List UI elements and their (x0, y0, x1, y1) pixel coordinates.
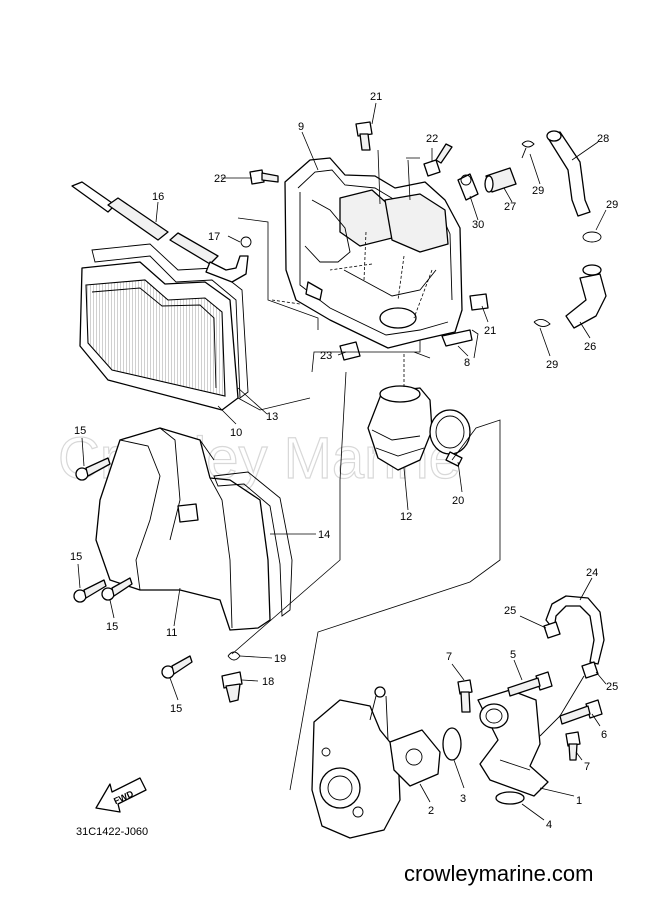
callout-9: 9 (298, 121, 304, 133)
callout-6: 6 (601, 729, 607, 741)
callout-17: 17 (208, 231, 220, 243)
callout-22-left: 22 (214, 173, 226, 185)
plug-18 (221, 671, 243, 703)
callout-15-d: 15 (170, 703, 182, 715)
bolt-21-top (355, 121, 373, 151)
callout-7-b: 7 (584, 761, 590, 773)
clip-29-b (582, 231, 602, 243)
callout-12: 12 (400, 511, 412, 523)
hose-26-end (582, 264, 602, 276)
clip-29-c (533, 319, 551, 327)
callout-15-a: 15 (74, 425, 86, 437)
clamp-30 (457, 173, 479, 201)
callout-13: 13 (266, 411, 278, 423)
callout-26: 26 (584, 341, 596, 353)
bolt-22-right (423, 143, 453, 177)
callout-21-top: 21 (370, 91, 382, 103)
clip-17 (240, 236, 252, 248)
hose-28 (547, 131, 591, 217)
clamp-23 (339, 341, 361, 361)
bolt-22-left (249, 169, 279, 185)
filter-gasket (91, 243, 249, 399)
manifold-1 (477, 689, 549, 797)
screw-15-d (161, 655, 193, 679)
callout-29-a: 29 (532, 185, 544, 197)
o-ring-4 (495, 791, 525, 805)
callout-14: 14 (318, 529, 330, 541)
air-box-lower (95, 427, 271, 631)
fwd-arrow-icon: FWD (95, 777, 147, 813)
seal-8 (441, 329, 473, 347)
callout-30: 30 (472, 219, 484, 231)
dashed-lines (271, 231, 433, 388)
hose-24 (545, 595, 605, 665)
callout-5: 5 (510, 649, 516, 661)
callout-8: 8 (464, 357, 470, 369)
gasket-14 (213, 471, 293, 617)
callout-15-b: 15 (70, 551, 82, 563)
hose-26 (565, 273, 607, 329)
callout-15-c: 15 (106, 621, 118, 633)
callout-28: 28 (597, 133, 609, 145)
joint-12 (367, 385, 433, 471)
air-box-upper (284, 157, 463, 349)
o-ring-3 (442, 727, 462, 761)
screw-15-a (75, 457, 111, 481)
callout-29-c: 29 (546, 359, 558, 371)
bolt-7-a (457, 679, 473, 713)
pipe-27-end (484, 175, 494, 193)
frame-lines (231, 149, 501, 791)
callout-10: 10 (230, 427, 242, 439)
hose-17 (205, 255, 249, 283)
leader-lines (77, 102, 607, 821)
air-filter-element (79, 261, 239, 411)
callout-24: 24 (586, 567, 598, 579)
clip-25-a (543, 621, 561, 639)
callout-18: 18 (262, 676, 274, 688)
callout-19: 19 (274, 653, 286, 665)
callout-11: 11 (166, 627, 177, 639)
clip-19 (227, 651, 241, 661)
callout-labels: 21 9 22 28 22 29 16 27 29 30 17 21 26 23… (70, 91, 618, 831)
callout-25-a: 25 (504, 605, 516, 617)
gasket-2 (389, 729, 441, 787)
callout-25-b: 25 (606, 681, 618, 693)
site-name: crowleymarine.com (404, 861, 594, 886)
callout-21-right: 21 (484, 325, 496, 337)
callout-1: 1 (576, 795, 582, 807)
throttle-body (311, 686, 401, 839)
clip-25-b (581, 661, 599, 679)
diagram-code: 31C1422-J060 (76, 826, 148, 838)
callout-3: 3 (460, 793, 466, 805)
hose-28-end (546, 130, 562, 142)
bolt-5 (507, 671, 553, 697)
callout-2: 2 (428, 805, 434, 817)
hose-link (539, 675, 585, 737)
callout-7-a: 7 (446, 651, 452, 663)
callout-23: 23 (320, 350, 332, 362)
clip-29-a (521, 140, 535, 159)
callout-16: 16 (152, 191, 164, 203)
screw-15-b (73, 579, 107, 603)
callout-27: 27 (504, 201, 516, 213)
callout-29-b: 29 (606, 199, 618, 211)
breather-tube-16 (71, 181, 219, 265)
callout-22-right: 22 (426, 133, 438, 145)
screw-15-c (101, 577, 133, 601)
callout-4: 4 (546, 819, 552, 831)
bolt-21-right (469, 293, 489, 311)
callout-20: 20 (452, 495, 464, 507)
gasket-2-hole (405, 748, 423, 766)
bolt-6 (559, 699, 603, 725)
bolt-7-b (565, 731, 581, 761)
